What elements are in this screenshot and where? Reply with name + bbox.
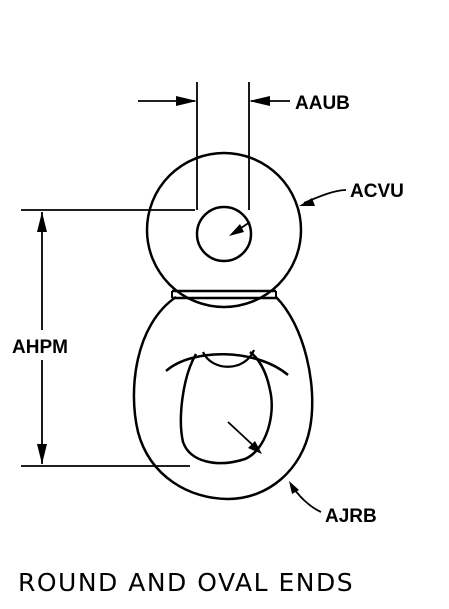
- ajrb-leader-arrowhead: [289, 481, 299, 494]
- neck-band: [171, 289, 277, 300]
- aaub-dimension: [138, 82, 290, 210]
- label-acvu: ACVU: [350, 181, 404, 202]
- ahpm-dimension: [21, 209, 195, 467]
- round-end-outline: [145, 151, 303, 309]
- label-aaub: AAUB: [295, 93, 350, 114]
- oval-leader-line: [227, 421, 257, 449]
- label-ahpm: AHPM: [12, 337, 68, 358]
- label-ajrb: AJRB: [325, 506, 377, 527]
- oval-end-opening: [179, 351, 273, 465]
- aaub-arrowhead-right: [249, 96, 270, 106]
- hole-leader-arrowhead: [229, 224, 244, 236]
- ahpm-arrowhead-top: [37, 212, 47, 232]
- aaub-arrowhead-left: [176, 96, 197, 106]
- acvu-leader-arrowhead: [299, 198, 315, 206]
- oval-end-opening-notch: [201, 349, 256, 368]
- ahpm-arrowhead-bottom: [37, 444, 47, 464]
- oval-end-opening-top-curve: [165, 353, 289, 376]
- oval-leader-arrowhead: [248, 441, 262, 454]
- round-end-hole: [195, 205, 253, 263]
- oval-end-outline: [132, 295, 314, 501]
- diagram-caption: ROUND AND OVAL ENDS: [18, 568, 354, 597]
